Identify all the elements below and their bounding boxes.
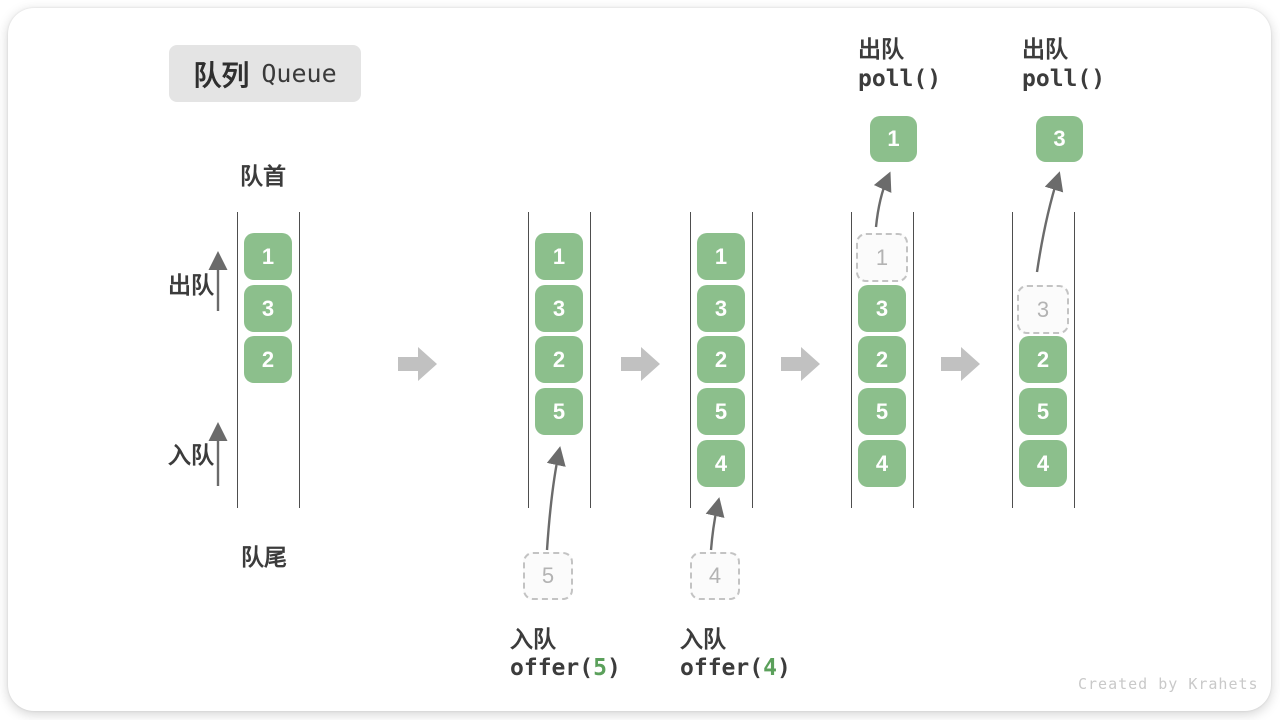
dequeue-side-label: 出队 xyxy=(168,272,214,298)
queue-state-3: 1 3 2 5 4 xyxy=(690,212,753,508)
queue-item: 3 xyxy=(244,285,292,332)
code-arg: 5 xyxy=(593,655,607,681)
queue-item: 4 xyxy=(1019,440,1067,487)
queue-item: 2 xyxy=(858,336,906,383)
queue-item: 3 xyxy=(697,285,745,332)
diagram-title: 队列 Queue xyxy=(169,45,361,102)
queue-item: 3 xyxy=(858,285,906,332)
queue-state-4: 1 3 2 5 4 xyxy=(851,212,914,508)
queue-state-5: 3 2 5 4 xyxy=(1012,212,1075,508)
queue-item: 1 xyxy=(697,233,745,280)
queue-item: 5 xyxy=(858,388,906,435)
queue-item-removed: 3 xyxy=(1017,285,1069,334)
watermark: Created by Krahets xyxy=(1078,675,1259,693)
queue-item: 4 xyxy=(858,440,906,487)
step-arrow-icon xyxy=(941,347,980,381)
offer4-arrow-icon xyxy=(705,497,725,551)
code-text: offer( xyxy=(680,655,764,681)
queue-item: 2 xyxy=(535,336,583,383)
offer4-label: 入队 xyxy=(680,626,726,652)
queue-item: 3 xyxy=(535,285,583,332)
queue-item: 5 xyxy=(1019,388,1067,435)
queue-state-1: 1 3 2 xyxy=(237,212,300,508)
queue-item: 2 xyxy=(1019,336,1067,383)
rear-label: 队尾 xyxy=(241,544,287,570)
code-arg: 4 xyxy=(763,655,777,681)
poll2-label: 出队 xyxy=(1022,36,1068,62)
queue-item: 4 xyxy=(697,440,745,487)
front-label: 队首 xyxy=(240,163,286,189)
step-arrow-icon xyxy=(781,347,820,381)
code-text: offer( xyxy=(510,655,594,681)
queue-state-2: 1 3 2 5 xyxy=(528,212,591,508)
queue-item: 1 xyxy=(535,233,583,280)
pending-value-box: 5 xyxy=(523,552,573,600)
offer5-code: offer(5) xyxy=(510,655,621,681)
pending-value-box: 4 xyxy=(690,552,740,600)
code-text: ) xyxy=(606,655,621,681)
queue-item: 2 xyxy=(244,336,292,383)
poll2-code: poll() xyxy=(1022,66,1106,92)
offer4-code: offer(4) xyxy=(680,655,791,681)
step-arrow-icon xyxy=(398,347,437,381)
poll1-label: 出队 xyxy=(858,36,904,62)
enqueue-side-label: 入队 xyxy=(168,442,214,468)
code-text: ) xyxy=(776,655,791,681)
step-arrow-icon xyxy=(621,347,660,381)
polled-value-box: 3 xyxy=(1036,116,1083,162)
title-en: Queue xyxy=(261,59,337,88)
offer5-label: 入队 xyxy=(510,626,556,652)
queue-item: 5 xyxy=(697,388,745,435)
queue-item-removed: 1 xyxy=(856,233,908,282)
polled-value-box: 1 xyxy=(870,116,917,162)
title-zh: 队列 xyxy=(193,59,250,91)
queue-item: 5 xyxy=(535,388,583,435)
poll1-code: poll() xyxy=(858,66,942,92)
queue-item: 1 xyxy=(244,233,292,280)
queue-item: 2 xyxy=(697,336,745,383)
